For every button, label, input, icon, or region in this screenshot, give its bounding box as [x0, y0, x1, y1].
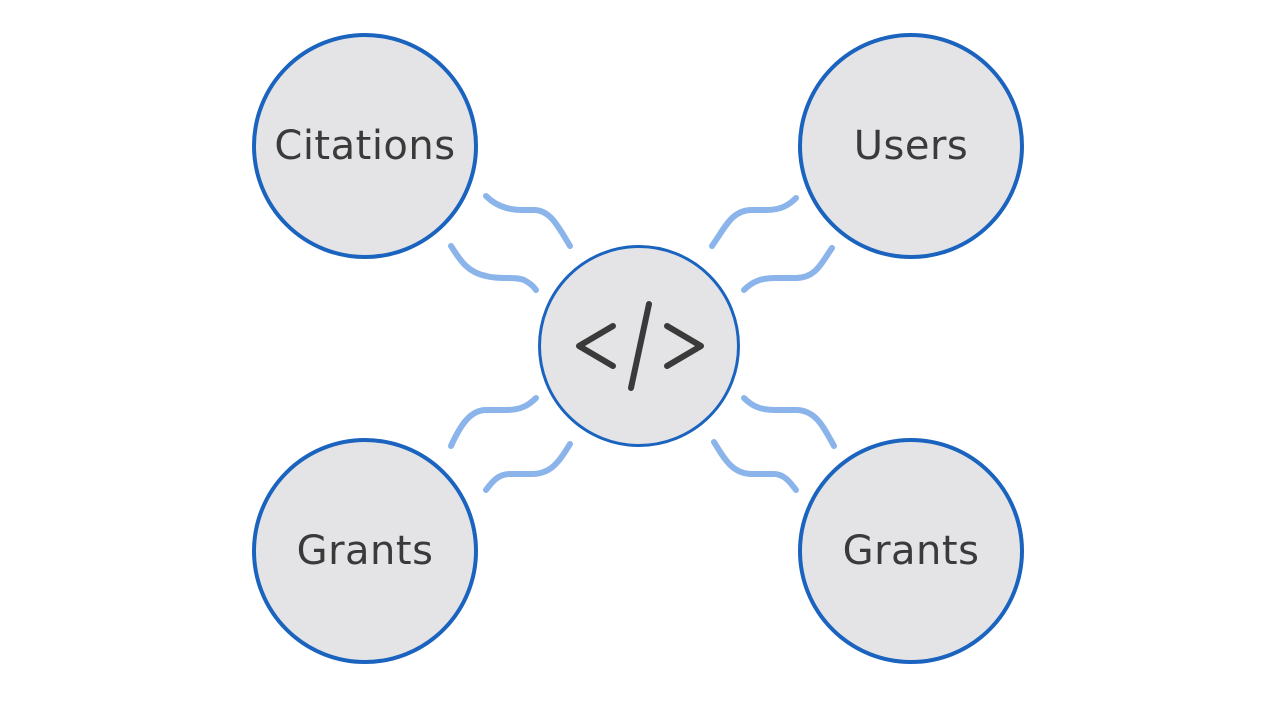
connector-bottom-right-1 [741, 395, 837, 449]
connector-bottom-left-1 [448, 395, 539, 449]
connector-bottom-right-2 [711, 439, 799, 493]
grants-label-right: Grants [842, 528, 980, 574]
connector-top-right-1 [709, 195, 799, 249]
connector-top-left-1 [483, 193, 573, 249]
grants-node-left: Grants [252, 438, 478, 664]
users-node: Users [798, 33, 1024, 259]
users-label: Users [853, 123, 969, 169]
connector-bottom-left-2 [483, 441, 573, 493]
connector-top-right-2 [741, 245, 835, 293]
citations-label: Citations [274, 123, 456, 169]
connector-top-left-2 [448, 243, 539, 293]
grants-label-left: Grants [296, 528, 434, 574]
citations-node: Citations [252, 33, 478, 259]
code-brackets-icon [576, 301, 704, 391]
api-hub-node [538, 245, 740, 447]
grants-node-right: Grants [798, 438, 1024, 664]
